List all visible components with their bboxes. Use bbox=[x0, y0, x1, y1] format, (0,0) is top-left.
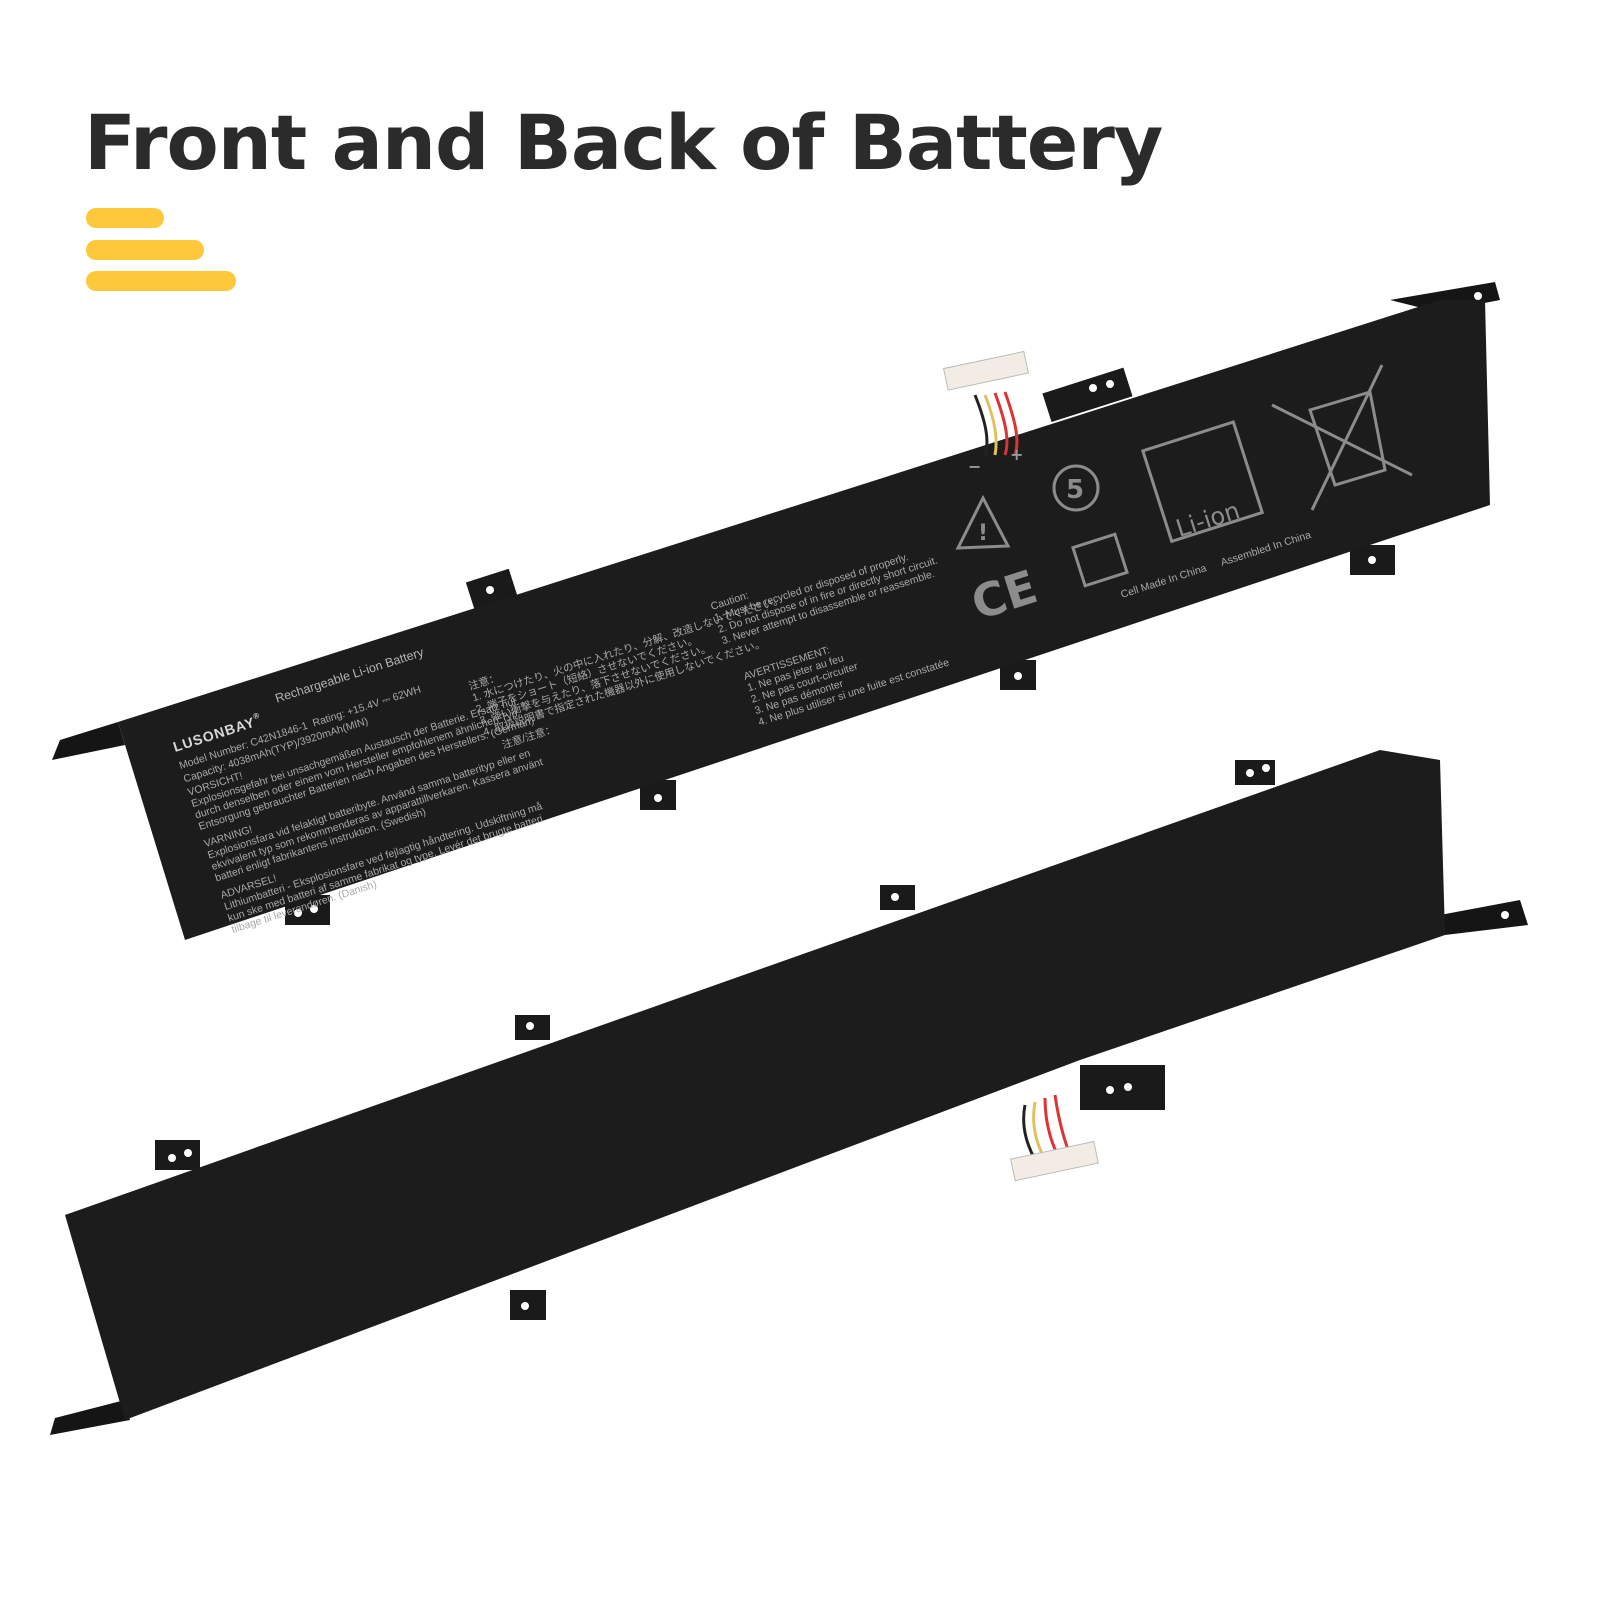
mount-tab-right bbox=[1440, 900, 1528, 935]
mount-tab-left bbox=[52, 722, 125, 760]
connector-plug bbox=[942, 350, 1029, 391]
battery-back-body bbox=[65, 750, 1445, 1420]
polarity-plus: + bbox=[1010, 445, 1023, 464]
crossed-bin-icon bbox=[1271, 364, 1413, 511]
accent-bar-1 bbox=[86, 208, 164, 228]
polarity-minus: − bbox=[968, 457, 981, 476]
china-rohs-icon bbox=[1071, 532, 1129, 588]
connector-cable bbox=[942, 350, 1029, 456]
li-ion-recycle-icon bbox=[1140, 420, 1265, 544]
accent-bar-2 bbox=[86, 240, 204, 260]
back-connector-plug bbox=[1010, 1140, 1099, 1182]
back-screw-holes bbox=[168, 764, 1509, 1310]
page-title: Front and Back of Battery bbox=[84, 98, 1163, 187]
battery-back bbox=[50, 750, 1528, 1435]
mount-tab-bottom-left bbox=[50, 1400, 130, 1435]
screw-holes bbox=[294, 292, 1482, 917]
recycle-years-icon bbox=[1052, 464, 1100, 512]
back-connector-cable bbox=[1010, 1094, 1099, 1182]
accent-bar-3 bbox=[86, 271, 236, 291]
warning-triangle-icon bbox=[955, 494, 1011, 550]
recycle-years: 5 bbox=[1066, 475, 1084, 505]
exclamation-mark: ! bbox=[978, 521, 988, 546]
